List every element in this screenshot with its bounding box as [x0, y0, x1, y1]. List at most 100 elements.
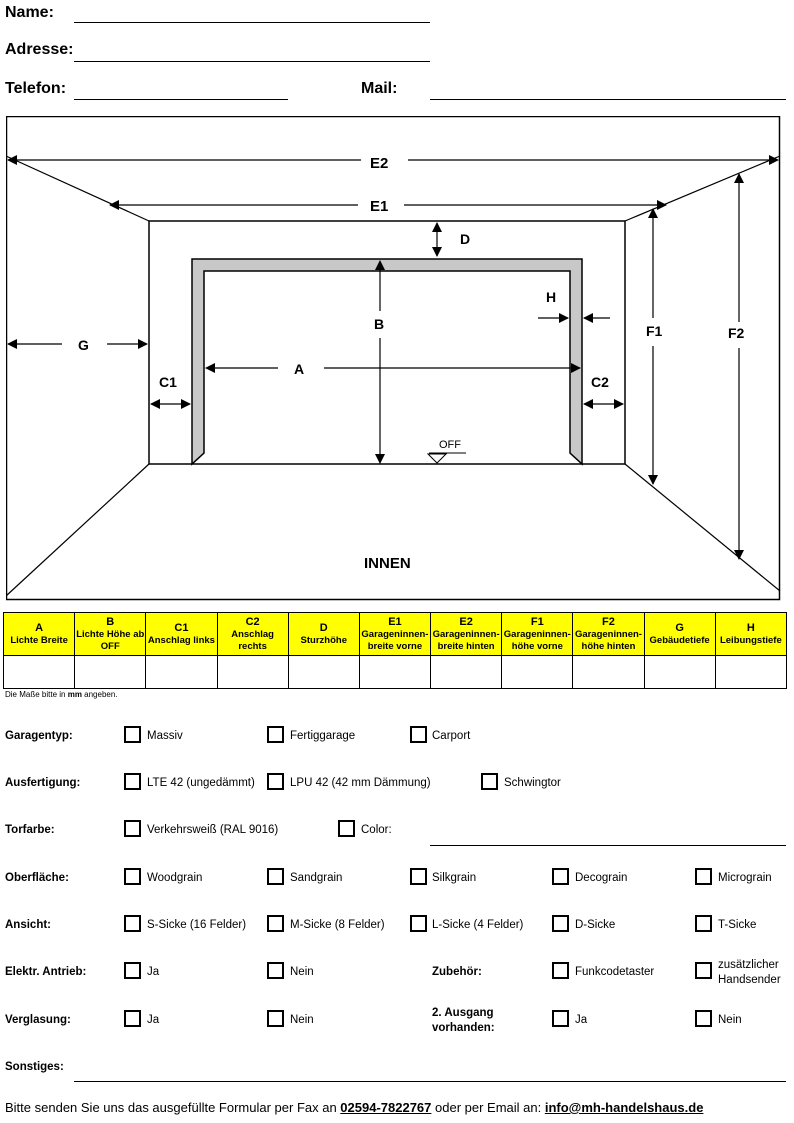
option-antrieb-ja: Ja [147, 966, 160, 978]
option-d-sicke: D-Sicke [575, 919, 616, 931]
name-label: Name: [5, 4, 54, 21]
option-handsender: zusätzlicher Handsender [718, 959, 781, 986]
option-lpu42: LPU 42 (42 mm Dämmung) [290, 777, 431, 789]
option-woodgrain: Woodgrain [147, 872, 203, 884]
checkbox-lpu42[interactable] [267, 773, 284, 790]
garage-diagram: E2 E1 D B H G A C1 C2 F1 F2 OFF INNEN [6, 116, 781, 601]
address-field[interactable] [74, 61, 430, 62]
input-e1[interactable] [358, 655, 432, 689]
option-ausgang-ja: Ja [575, 1014, 588, 1026]
address-label: Adresse: [5, 41, 74, 58]
checkbox-fertiggarage[interactable] [267, 726, 284, 743]
checkbox-ausgang-nein[interactable] [695, 1010, 712, 1027]
fax-number: 02594-7822767 [340, 1100, 432, 1115]
input-e2[interactable] [430, 655, 503, 689]
option-s-sicke: S-Sicke (16 Felder) [147, 919, 247, 931]
input-a[interactable] [2, 655, 76, 689]
option-carport: Carport [432, 730, 471, 742]
label-h: H [546, 289, 556, 305]
option-sandgrain: Sandgrain [290, 872, 343, 884]
option-antrieb-nein: Nein [290, 966, 314, 978]
email-link[interactable]: info@mh-handelshaus.de [544, 1100, 704, 1115]
label-g: G [78, 337, 89, 353]
sonstiges-field[interactable] [74, 1081, 786, 1082]
antrieb-label: Elektr. Antrieb: [5, 966, 87, 978]
option-funkcodetaster: Funkcodetaster [575, 966, 655, 978]
option-fertiggarage: Fertiggarage [290, 730, 356, 742]
checkbox-verglasung-ja[interactable] [124, 1010, 141, 1027]
label-b: B [374, 316, 384, 332]
option-lte42: LTE 42 (ungedämmt) [147, 777, 255, 789]
ansicht-label: Ansicht: [5, 919, 51, 931]
color-field[interactable] [430, 845, 786, 846]
checkbox-sandgrain[interactable] [267, 868, 284, 885]
checkbox-verkehrsweiss[interactable] [124, 820, 141, 837]
checkbox-decograin[interactable] [552, 868, 569, 885]
option-verkehrsweiss: Verkehrsweiß (RAL 9016) [147, 824, 279, 836]
mail-field[interactable] [430, 99, 786, 100]
checkbox-micrograin[interactable] [695, 868, 712, 885]
option-verglasung-nein: Nein [290, 1014, 314, 1026]
option-ausgang-nein: Nein [718, 1014, 742, 1026]
label-innen: INNEN [364, 555, 411, 572]
label-f1: F1 [646, 323, 663, 339]
checkbox-lte42[interactable] [124, 773, 141, 790]
label-off: OFF [439, 439, 461, 451]
option-massiv: Massiv [147, 730, 183, 742]
input-c1[interactable] [145, 655, 218, 689]
checkbox-l-sicke[interactable] [410, 915, 427, 932]
label-a: A [294, 361, 304, 377]
footer-text: Bitte senden Sie uns das ausgefüllte For… [5, 1100, 704, 1115]
option-schwingtor: Schwingtor [504, 777, 561, 789]
checkbox-verglasung-nein[interactable] [267, 1010, 284, 1027]
checkbox-antrieb-nein[interactable] [267, 962, 284, 979]
outer-frame [6, 116, 781, 601]
checkbox-handsender[interactable] [695, 962, 712, 979]
input-h[interactable] [714, 655, 788, 689]
checkbox-m-sicke[interactable] [267, 915, 284, 932]
ausfertigung-label: Ausfertigung: [5, 777, 81, 789]
phone-field[interactable] [74, 99, 288, 100]
input-f1[interactable] [501, 655, 574, 689]
option-verglasung-ja: Ja [147, 1014, 160, 1026]
name-field[interactable] [74, 22, 430, 23]
checkbox-color[interactable] [338, 820, 355, 837]
input-g[interactable] [643, 655, 716, 689]
torfarbe-label: Torfarbe: [5, 824, 55, 836]
verglasung-label: Verglasung: [5, 1014, 71, 1026]
label-e2: E2 [370, 155, 388, 172]
checkbox-funkcodetaster[interactable] [552, 962, 569, 979]
label-c2: C2 [591, 374, 609, 390]
phone-label: Telefon: [5, 80, 67, 97]
option-micrograin: Micrograin [718, 872, 772, 884]
checkbox-t-sicke[interactable] [695, 915, 712, 932]
option-silkgrain: Silkgrain [432, 872, 477, 884]
garagentyp-label: Garagentyp: [5, 730, 73, 742]
unit-note: Die Maße bitte in mm angeben. [5, 690, 118, 699]
checkbox-d-sicke[interactable] [552, 915, 569, 932]
label-e1: E1 [370, 198, 388, 215]
input-c2[interactable] [216, 655, 289, 689]
back-wall [148, 220, 626, 465]
input-f2[interactable] [572, 655, 645, 689]
checkbox-carport[interactable] [410, 726, 427, 743]
checkbox-s-sicke[interactable] [124, 915, 141, 932]
checkbox-silkgrain[interactable] [410, 868, 427, 885]
sonstiges-label: Sonstiges: [5, 1061, 64, 1073]
option-l-sicke: L-Sicke (4 Felder) [432, 919, 524, 931]
checkbox-antrieb-ja[interactable] [124, 962, 141, 979]
checkbox-woodgrain[interactable] [124, 868, 141, 885]
checkbox-schwingtor[interactable] [481, 773, 498, 790]
option-m-sicke: M-Sicke (8 Felder) [290, 919, 385, 931]
checkbox-massiv[interactable] [124, 726, 141, 743]
checkbox-ausgang-ja[interactable] [552, 1010, 569, 1027]
input-d[interactable] [287, 655, 360, 689]
input-b[interactable] [74, 655, 147, 689]
